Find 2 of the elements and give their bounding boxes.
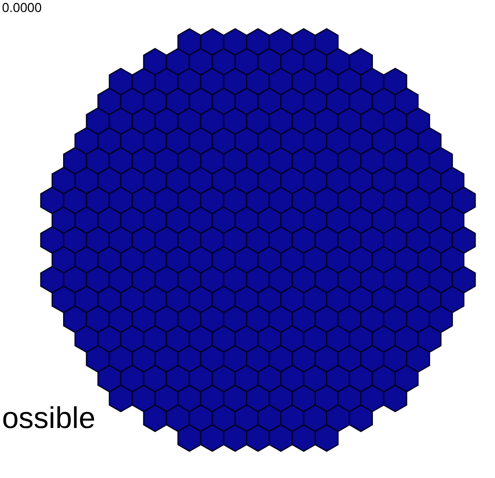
value-label: 0.0000 xyxy=(2,0,42,15)
caption-text: ossible xyxy=(2,402,96,436)
